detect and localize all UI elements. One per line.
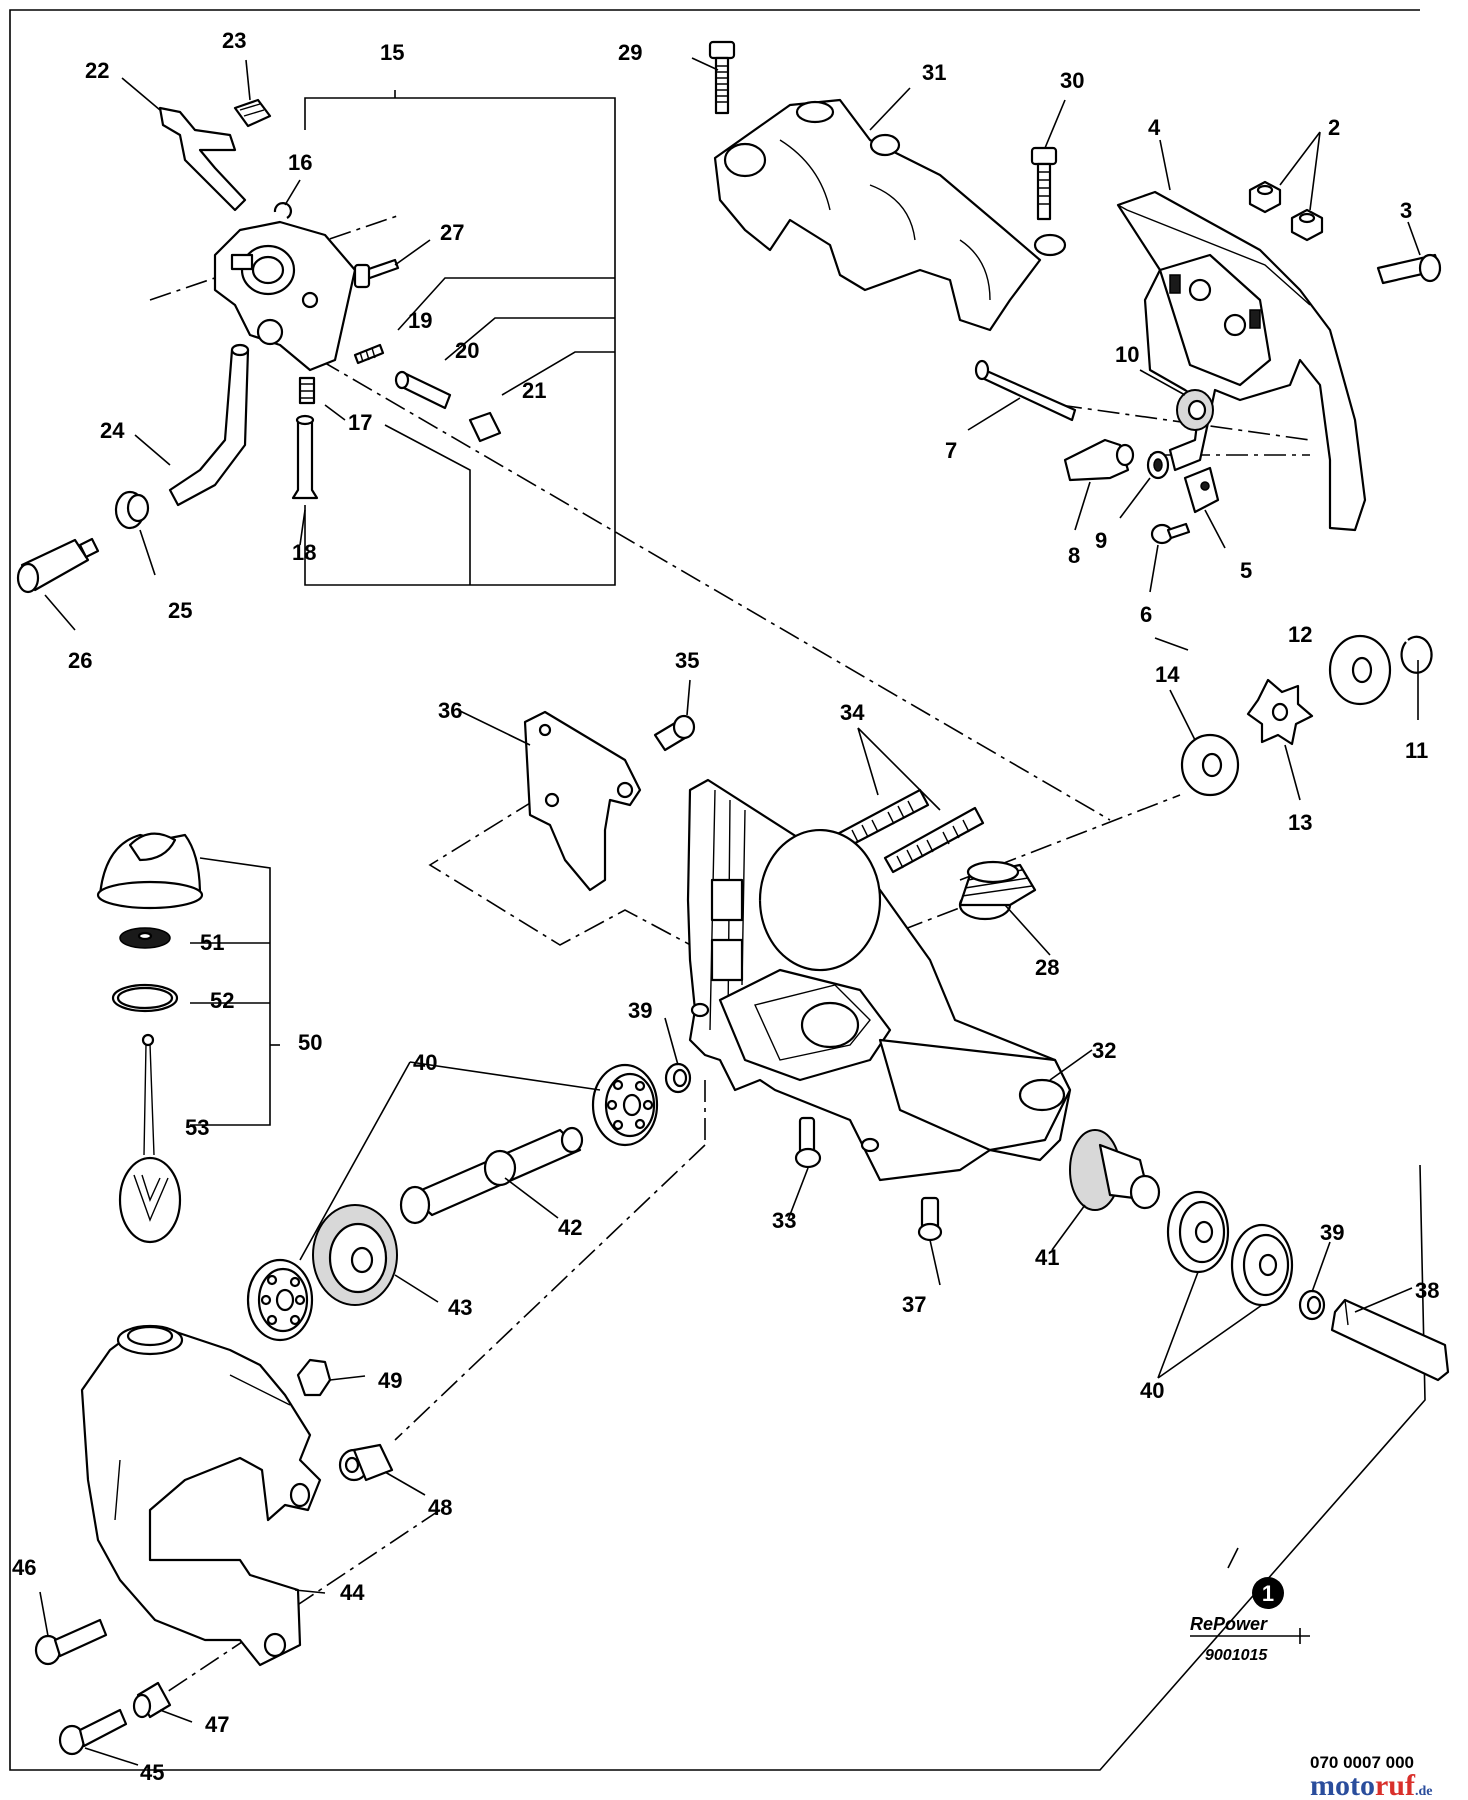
label-51: 51 <box>200 930 224 955</box>
watermark-suffix: .de <box>1415 1784 1433 1799</box>
label-53: 53 <box>185 1115 209 1140</box>
part-shaft-gear-group <box>246 1062 1450 1382</box>
repower-kit-marker: 1 RePower 9001015 <box>1190 1577 1310 1664</box>
label-20: 20 <box>455 338 479 363</box>
label-36: 36 <box>438 698 462 723</box>
label-19: 19 <box>408 308 432 333</box>
label-49: 49 <box>378 1368 402 1393</box>
kit-number: 1 <box>1262 1581 1274 1606</box>
label-52: 52 <box>210 988 234 1013</box>
svg-text:motoruf.de: motoruf.de <box>1310 1769 1432 1800</box>
label-27: 27 <box>440 220 464 245</box>
label-41: 41 <box>1035 1245 1059 1270</box>
label-45: 45 <box>140 1760 164 1785</box>
label-28: 28 <box>1035 955 1059 980</box>
label-32: 32 <box>1092 1038 1116 1063</box>
part-chain-guard-4 <box>974 180 1442 545</box>
label-37: 37 <box>902 1292 926 1317</box>
label-25: 25 <box>168 598 192 623</box>
label-42: 42 <box>558 1215 582 1240</box>
label-35: 35 <box>675 648 699 673</box>
label-44: 44 <box>340 1580 365 1605</box>
label-23: 23 <box>222 28 246 53</box>
label-22: 22 <box>85 58 109 83</box>
label-3: 3 <box>1400 198 1412 223</box>
label-6: 6 <box>1140 602 1152 627</box>
part-sprocket-group <box>958 634 1433 921</box>
watermark-text: motoruf <box>1310 1769 1416 1800</box>
label-34: 34 <box>840 700 865 725</box>
leader-lines <box>39 57 1421 1766</box>
part-plate-36 <box>523 710 985 892</box>
part-oil-pump-assembly <box>16 98 502 594</box>
label-17: 17 <box>348 410 372 435</box>
label-16: 16 <box>288 150 312 175</box>
part-cap-group <box>96 832 204 1244</box>
label-21: 21 <box>522 378 546 403</box>
label-40-right: 40 <box>1140 1378 1164 1403</box>
label-40-top: 40 <box>413 1050 437 1075</box>
label-4: 4 <box>1148 115 1161 140</box>
label-8: 8 <box>1068 543 1080 568</box>
label-12: 12 <box>1288 622 1312 647</box>
label-11: 11 <box>1405 738 1428 763</box>
label-39-top: 39 <box>628 998 652 1023</box>
label-46: 46 <box>12 1555 36 1580</box>
label-29: 29 <box>618 40 642 65</box>
part-upper-housing-31 <box>708 40 1067 332</box>
label-26: 26 <box>68 648 92 673</box>
label-10: 10 <box>1115 342 1139 367</box>
label-30: 30 <box>1060 68 1084 93</box>
label-5: 5 <box>1240 558 1252 583</box>
label-31: 31 <box>922 60 946 85</box>
label-33: 33 <box>772 1208 796 1233</box>
label-50: 50 <box>298 1030 322 1055</box>
label-38: 38 <box>1415 1278 1439 1303</box>
part-labels: 2 3 4 5 6 7 8 9 10 11 12 13 14 15 16 17 … <box>12 28 1439 1785</box>
label-15: 15 <box>380 40 404 65</box>
label-39-right: 39 <box>1320 1220 1344 1245</box>
kit-code: 9001015 <box>1205 1647 1268 1664</box>
label-13: 13 <box>1288 810 1312 835</box>
drawing-code: 070 0007 000 <box>1310 1753 1414 1772</box>
label-7: 7 <box>945 438 957 463</box>
label-14: 14 <box>1155 662 1180 687</box>
label-24: 24 <box>100 418 125 443</box>
label-48: 48 <box>428 1495 452 1520</box>
kit-brand-logo: RePower <box>1190 1614 1268 1634</box>
part-handle-44 <box>34 1324 394 1756</box>
label-43: 43 <box>448 1295 472 1320</box>
label-2: 2 <box>1328 115 1340 140</box>
label-18: 18 <box>292 540 316 565</box>
label-9: 9 <box>1095 528 1107 553</box>
part-gear-housing-32 <box>686 778 1072 1182</box>
label-47: 47 <box>205 1712 229 1737</box>
watermark: motoruf.de <box>1310 1769 1432 1800</box>
